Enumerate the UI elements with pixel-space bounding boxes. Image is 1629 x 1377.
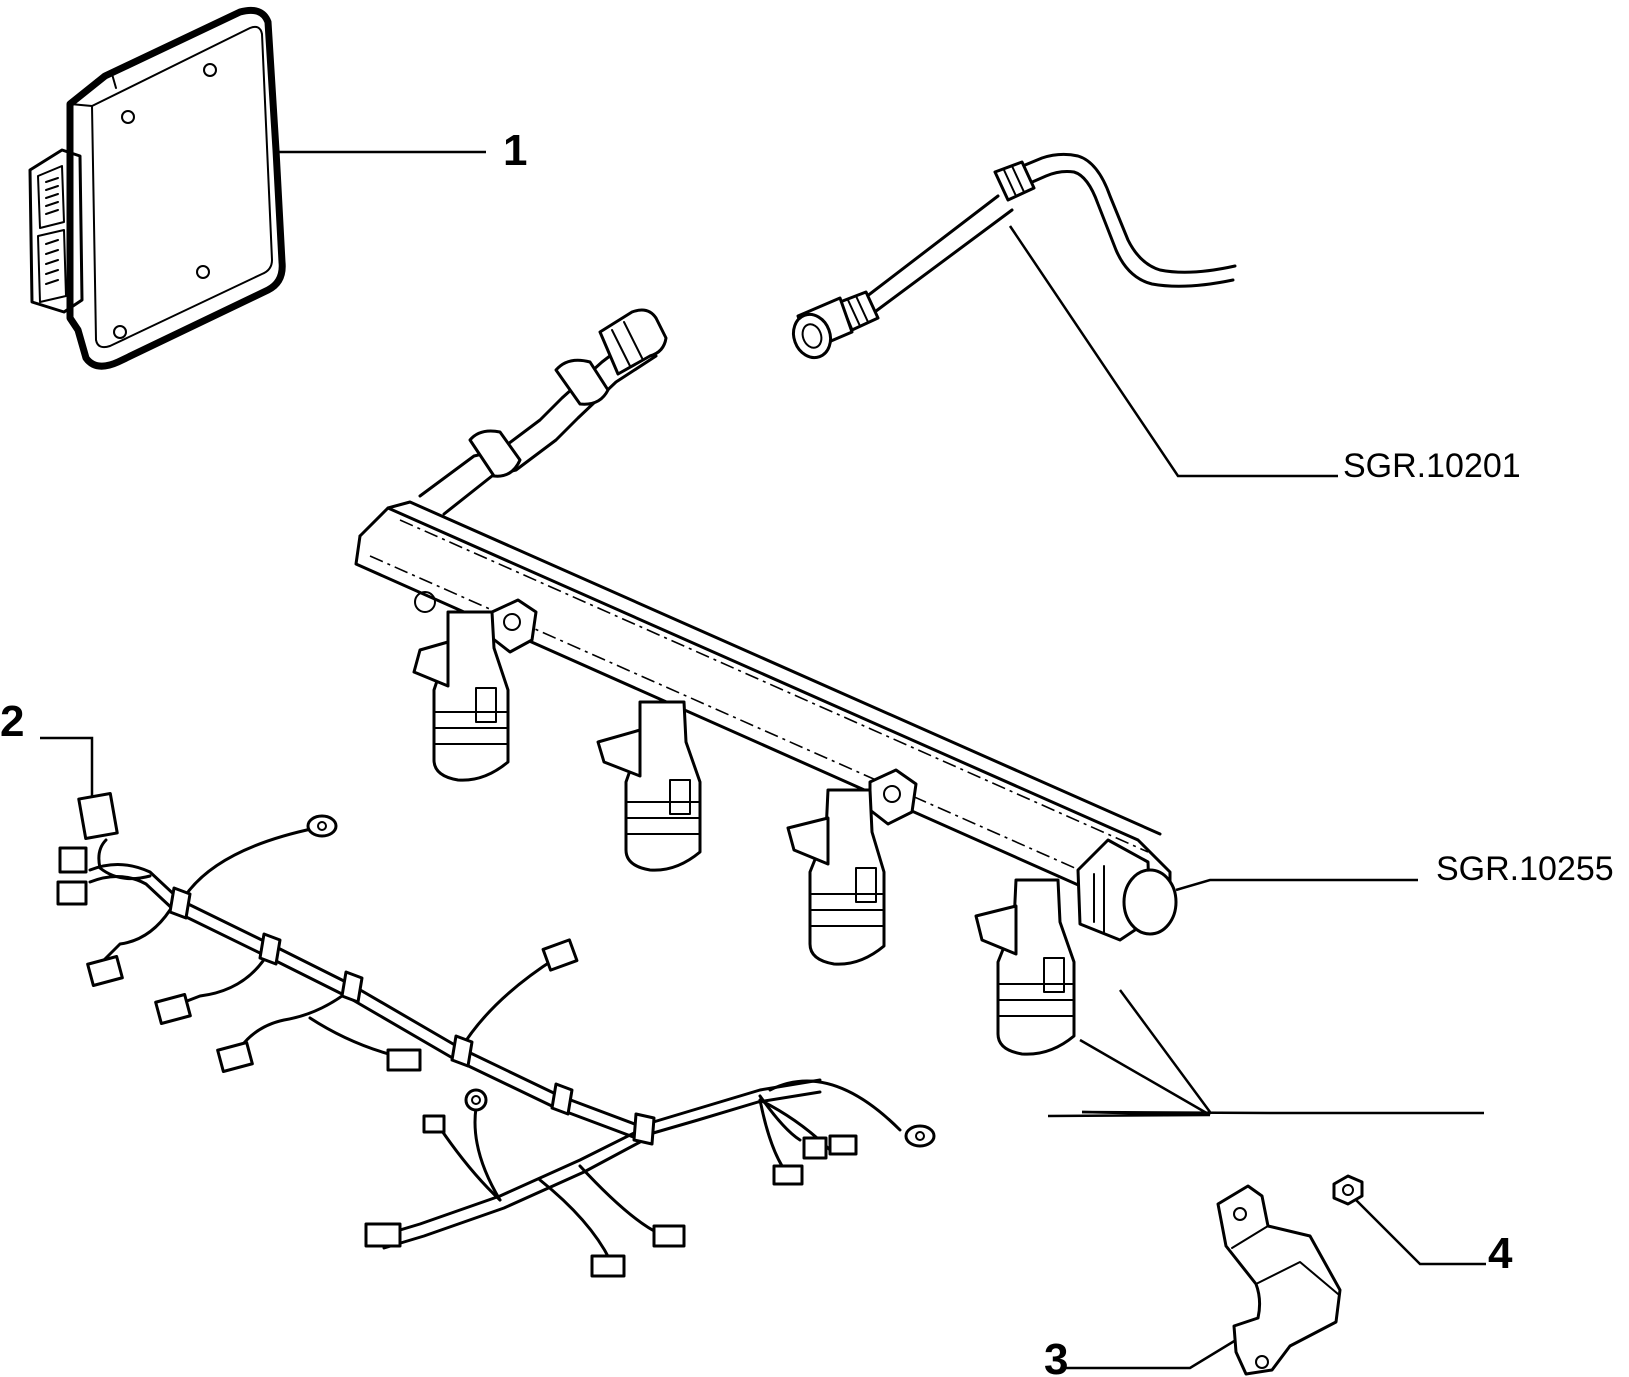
callout-4: 4 [1488,1229,1513,1278]
hex-nut [1332,1174,1364,1206]
mounting-bracket [1216,1184,1342,1376]
wiring-harness [56,792,936,1278]
callout-2: 2 [0,697,24,746]
leader-lines [40,150,1486,1370]
injector-2 [596,700,702,872]
injector-4 [974,878,1076,1056]
fuel-supply-pipe [791,152,1237,360]
injector-3 [786,788,886,966]
ecu-control-unit [28,6,286,370]
callout-3: 3 [1044,1335,1068,1377]
injector-1 [412,610,510,782]
callout-sgr-10201: SGR.10201 [1343,447,1521,485]
callout-sgr-10255: SGR.10255 [1436,850,1614,888]
fuel-rail-with-injectors [354,308,1178,1056]
callout-1: 1 [503,126,527,175]
